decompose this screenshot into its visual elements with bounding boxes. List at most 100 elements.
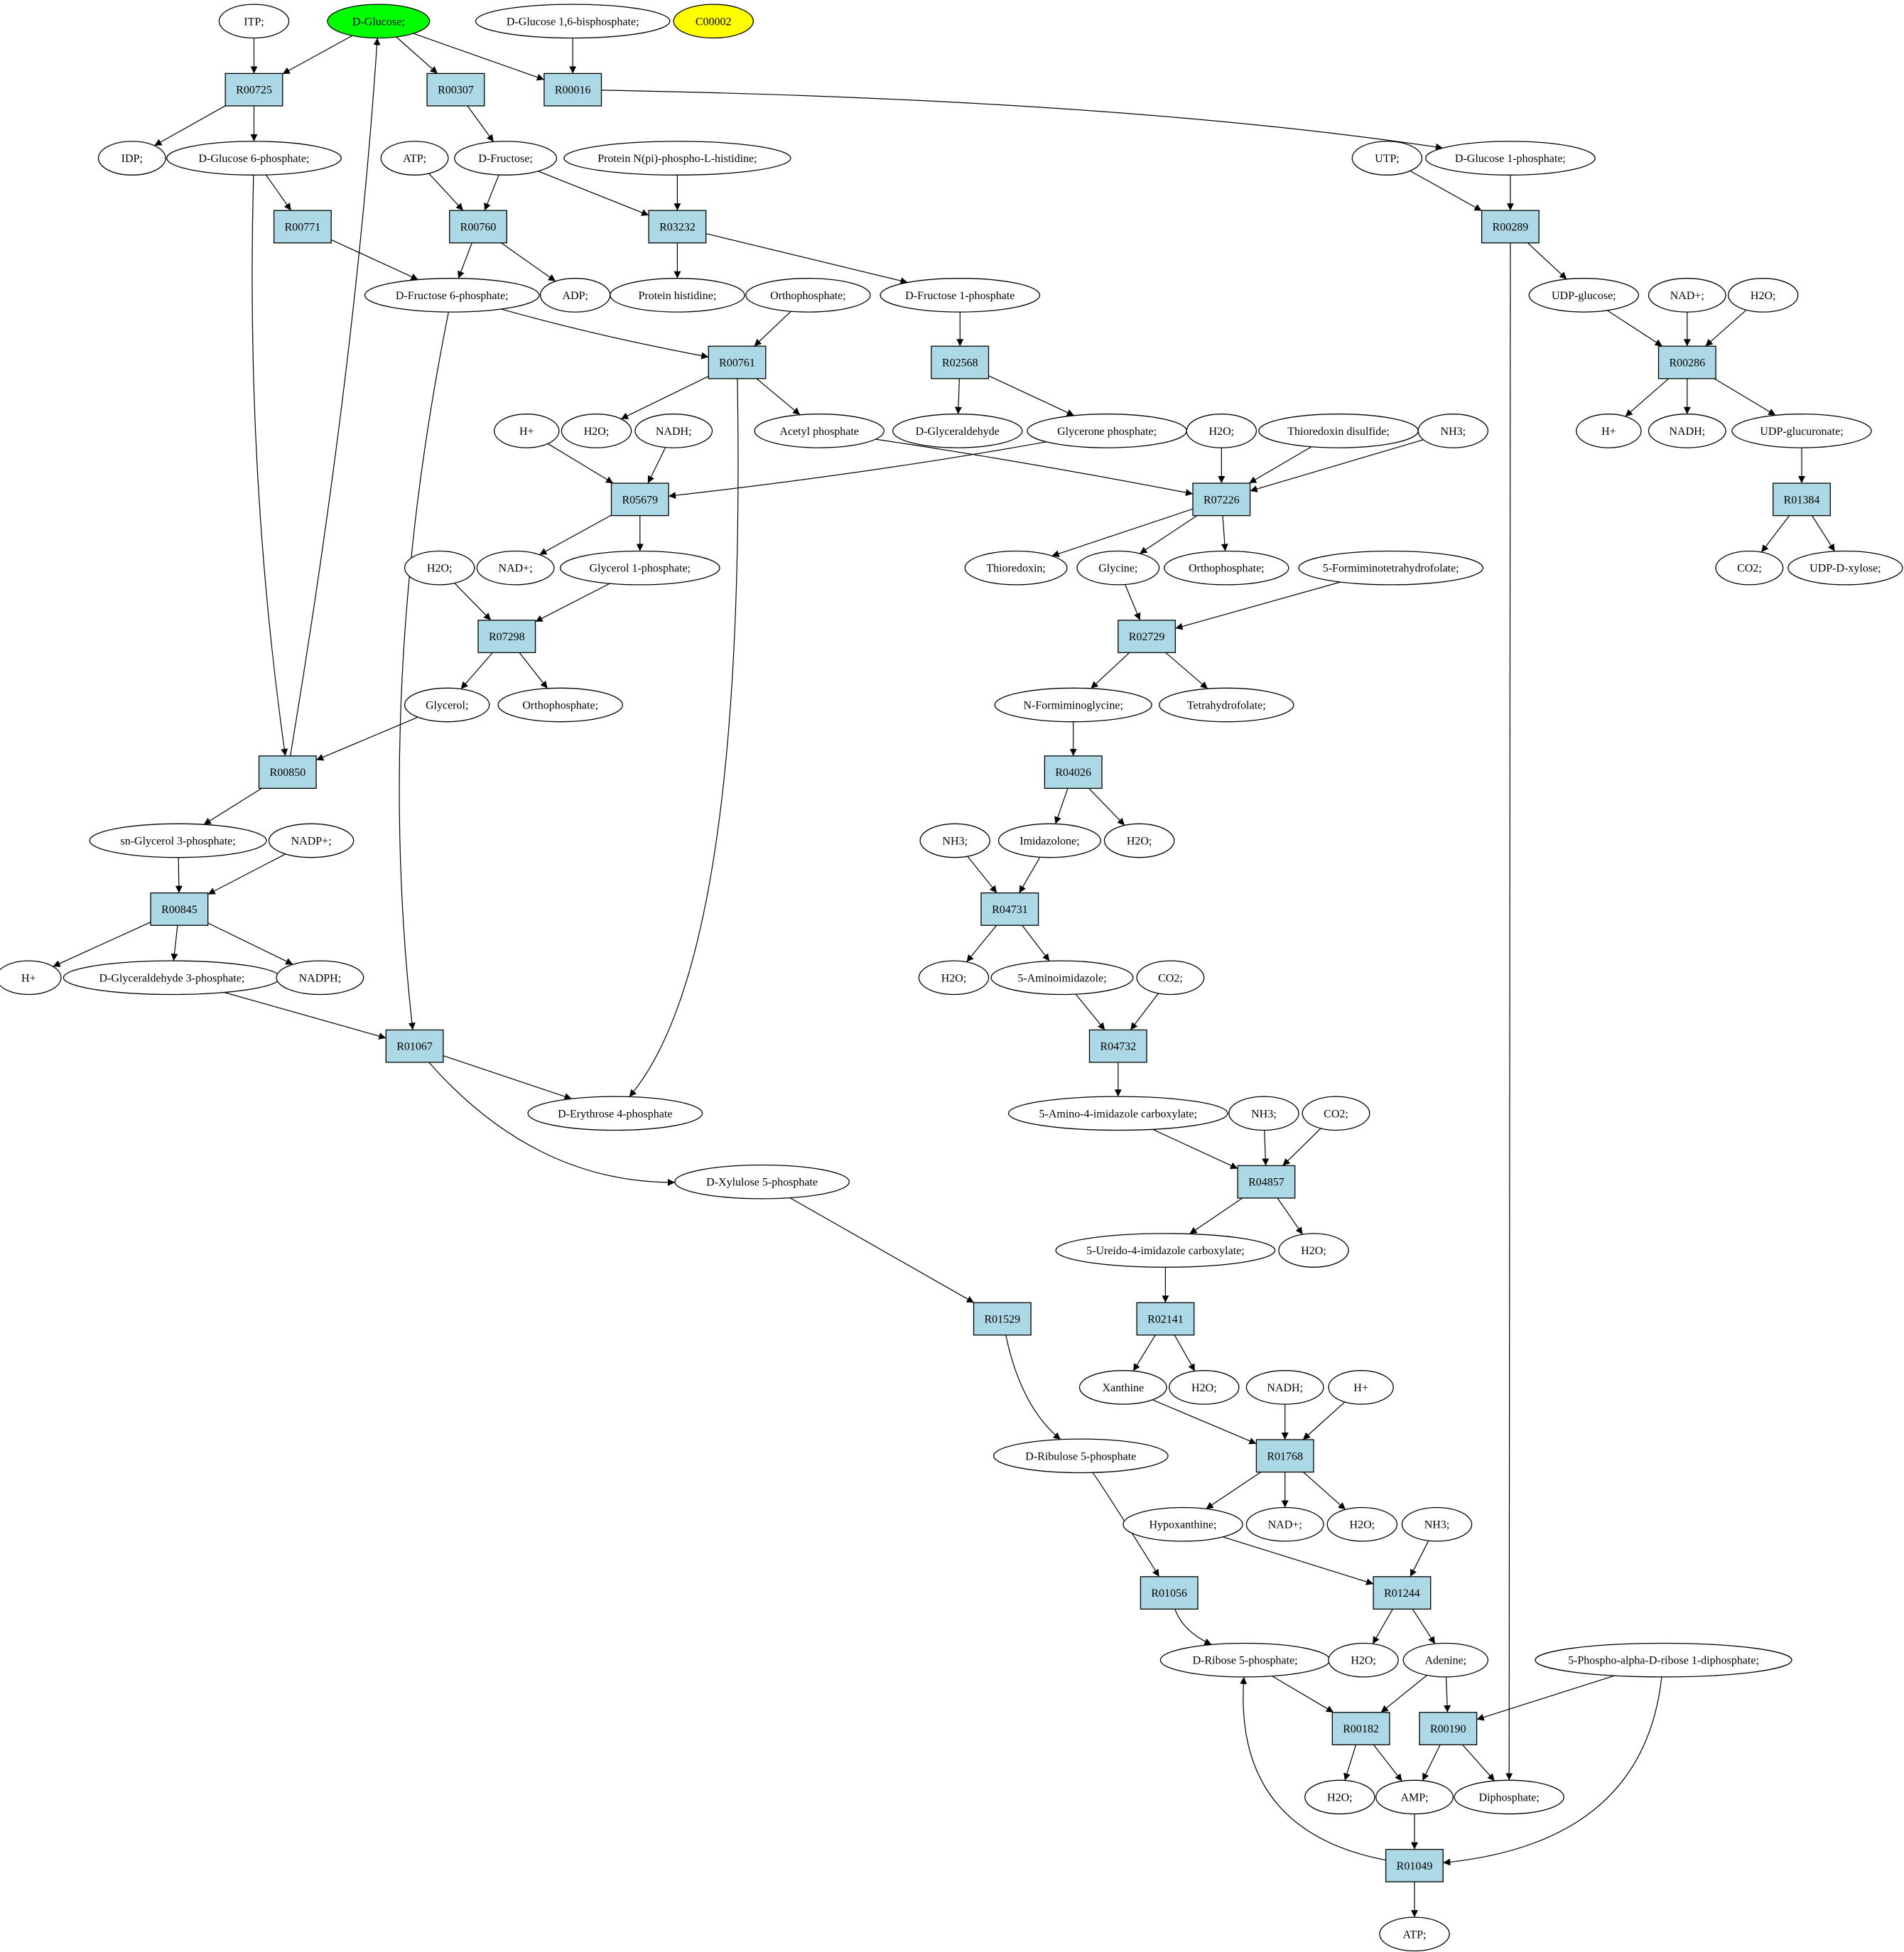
compound-node-trx[interactable]: Thioredoxin; <box>964 550 1068 586</box>
compound-node-nadh1[interactable]: NADH; <box>634 414 713 448</box>
reaction-node-r00760[interactable]: R00760 <box>449 210 507 244</box>
compound-node-xan[interactable]: Xanthine <box>1078 1370 1167 1405</box>
reaction-node-r02729[interactable]: R02729 <box>1118 620 1177 654</box>
compound-node-udpxyl[interactable]: UDP-D-xylose; <box>1787 550 1903 586</box>
compound-node-co2_a[interactable]: CO2; <box>1715 550 1784 586</box>
compound-node-gl1p[interactable]: Glycerol 1-phosphate; <box>559 550 720 586</box>
compound-node-ade[interactable]: Adenine; <box>1402 1642 1489 1678</box>
reaction-node-r01049[interactable]: R01049 <box>1385 1848 1444 1882</box>
compound-node-h2o_g[interactable]: H2O; <box>1278 1233 1349 1268</box>
compound-node-ortho1[interactable]: Orthophosphate; <box>745 278 871 313</box>
reaction-node-r01244[interactable]: R01244 <box>1373 1576 1432 1610</box>
compound-node-dx5p[interactable]: D-Xylulose 5-phosphate <box>674 1164 850 1199</box>
compound-node-nadpp[interactable]: NADP+; <box>268 823 355 858</box>
compound-node-utp[interactable]: UTP; <box>1351 141 1423 176</box>
compound-node-fthf[interactable]: 5-Formiminotetrahydrofolate; <box>1298 550 1484 586</box>
compound-node-nadh2[interactable]: NADH; <box>1648 414 1726 448</box>
compound-node-amp[interactable]: AMP; <box>1375 1779 1454 1815</box>
compound-node-itp[interactable]: ITP; <box>218 4 290 39</box>
compound-node-idp[interactable]: IDP; <box>97 141 166 176</box>
compound-node-hp1[interactable]: H+ <box>494 414 560 448</box>
highlight-compound-node-c00002[interactable]: C00002 <box>673 4 754 39</box>
compound-node-ortho2[interactable]: Orthophosphate; <box>1164 550 1289 586</box>
compound-node-nadp2[interactable]: NAD+; <box>476 550 555 586</box>
reaction-node-r01768[interactable]: R01768 <box>1255 1439 1314 1473</box>
compound-node-co2_b[interactable]: CO2; <box>1136 960 1205 996</box>
compound-node-nh3_a[interactable]: NH3; <box>1417 414 1489 448</box>
reaction-node-r05679[interactable]: R05679 <box>610 482 669 517</box>
compound-node-h2o_h[interactable]: H2O; <box>1169 1370 1240 1405</box>
reaction-node-r00771[interactable]: R00771 <box>273 210 332 244</box>
compound-node-dg1p[interactable]: D-Glucose 1-phosphate; <box>1425 141 1596 176</box>
reaction-node-r01067[interactable]: R01067 <box>385 1029 444 1063</box>
start-compound-node-dglc[interactable]: D-Glucose; <box>327 4 431 39</box>
compound-node-trxds[interactable]: Thioredoxin disulfide; <box>1258 414 1419 448</box>
reaction-node-r01384[interactable]: R01384 <box>1773 482 1831 517</box>
compound-node-h2o_i[interactable]: H2O; <box>1326 1506 1398 1542</box>
reaction-node-r01529[interactable]: R01529 <box>973 1302 1032 1336</box>
reaction-node-r07226[interactable]: R07226 <box>1192 482 1251 517</box>
reaction-node-r07298[interactable]: R07298 <box>477 620 536 654</box>
compound-node-h2o_e[interactable]: H2O; <box>1103 823 1175 858</box>
compound-node-diph[interactable]: Diphosphate; <box>1454 1779 1564 1815</box>
compound-node-nadph[interactable]: NADPH; <box>276 960 364 996</box>
reaction-node-r02568[interactable]: R02568 <box>931 345 990 379</box>
compound-node-hypox[interactable]: Hypoxanthine; <box>1123 1506 1243 1542</box>
compound-node-hp4[interactable]: H+ <box>1328 1370 1394 1405</box>
reaction-node-r00289[interactable]: R00289 <box>1481 210 1540 244</box>
reaction-node-r00761[interactable]: R00761 <box>708 345 767 379</box>
compound-node-hp2[interactable]: H+ <box>1576 414 1642 448</box>
compound-node-dr5p[interactable]: D-Ribose 5-phosphate; <box>1159 1642 1331 1678</box>
compound-node-h2o_b[interactable]: H2O; <box>561 414 632 448</box>
compound-node-dru5p[interactable]: D-Ribulose 5-phosphate <box>992 1438 1169 1474</box>
compound-node-nh3_d[interactable]: NH3; <box>1401 1506 1473 1542</box>
reaction-node-r04857[interactable]: R04857 <box>1237 1165 1296 1199</box>
compound-node-hp3[interactable]: H+ <box>0 960 62 996</box>
compound-node-sng3p[interactable]: sn-Glycerol 3-phosphate; <box>89 823 267 858</box>
compound-node-pnhis[interactable]: Protein N(pi)-phospho-L-histidine; <box>563 141 791 176</box>
reaction-node-r00182[interactable]: R00182 <box>1331 1712 1390 1746</box>
compound-node-nh3_c[interactable]: NH3; <box>1228 1096 1299 1131</box>
compound-node-atp1[interactable]: ATP; <box>380 141 449 176</box>
reaction-node-r00190[interactable]: R00190 <box>1419 1712 1478 1746</box>
compound-node-dg16bp[interactable]: D-Glucose 1,6-bisphosphate; <box>475 4 671 39</box>
compound-node-uicx[interactable]: 5-Ureido-4-imidazole carboxylate; <box>1055 1233 1276 1268</box>
compound-node-dfru[interactable]: D-Fructose; <box>454 141 558 176</box>
compound-node-aicx[interactable]: 5-Amino-4-imidazole carboxylate; <box>1007 1096 1228 1131</box>
compound-node-udpglca[interactable]: UDP-glucuronate; <box>1731 414 1872 448</box>
reaction-node-r00286[interactable]: R00286 <box>1657 345 1716 379</box>
compound-node-adp[interactable]: ADP; <box>539 278 611 313</box>
reaction-node-r00725[interactable]: R00725 <box>225 72 283 107</box>
compound-node-gly[interactable]: Glycine; <box>1076 550 1160 586</box>
compound-node-amimz[interactable]: 5-Aminoimidazole; <box>990 960 1134 996</box>
compound-node-nadp3[interactable]: NAD+; <box>1245 1506 1324 1542</box>
compound-node-thf[interactable]: Tetrahydrofolate; <box>1159 687 1294 723</box>
reaction-node-r00016[interactable]: R00016 <box>543 72 602 107</box>
compound-node-h2o_c[interactable]: H2O; <box>1186 414 1257 448</box>
compound-node-phis[interactable]: Protein histidine; <box>610 278 745 313</box>
compound-node-prpp[interactable]: 5-Phospho-alpha-D-ribose 1-diphosphate; <box>1535 1642 1792 1678</box>
compound-node-ortho3[interactable]: Orthophosphate; <box>497 687 623 723</box>
reaction-node-r00845[interactable]: R00845 <box>150 892 209 926</box>
compound-node-co2_c[interactable]: CO2; <box>1302 1096 1370 1131</box>
compound-node-nadp1[interactable]: NAD+; <box>1648 278 1726 313</box>
compound-node-udpglc[interactable]: UDP-glucose; <box>1528 278 1640 313</box>
reaction-node-r00850[interactable]: R00850 <box>258 755 317 789</box>
compound-node-de4p[interactable]: D-Erythrose 4-phosphate <box>527 1096 703 1131</box>
reaction-node-r00307[interactable]: R00307 <box>426 72 485 107</box>
compound-node-glycerol[interactable]: Glycerol; <box>404 687 490 723</box>
reaction-node-r04731[interactable]: R04731 <box>980 892 1039 926</box>
compound-node-h2o_j[interactable]: H2O; <box>1328 1642 1399 1678</box>
compound-node-atp2[interactable]: ATP; <box>1379 1916 1450 1952</box>
reaction-node-r02141[interactable]: R02141 <box>1136 1302 1195 1336</box>
compound-node-acp[interactable]: Acetyl phosphate <box>754 414 885 448</box>
compound-node-glyp[interactable]: Glycerone phosphate; <box>1027 414 1187 448</box>
compound-node-h2o_f[interactable]: H2O; <box>918 960 990 996</box>
reaction-node-r01056[interactable]: R01056 <box>1140 1576 1199 1610</box>
compound-node-nfgly[interactable]: N-Formiminoglycine; <box>994 687 1152 723</box>
compound-node-imz[interactable]: Imidazolone; <box>997 823 1101 858</box>
compound-node-h2o_k[interactable]: H2O; <box>1304 1779 1375 1815</box>
reaction-node-r04732[interactable]: R04732 <box>1088 1029 1147 1063</box>
compound-node-h2o_a[interactable]: H2O; <box>1727 278 1799 313</box>
reaction-node-r04026[interactable]: R04026 <box>1044 755 1103 789</box>
